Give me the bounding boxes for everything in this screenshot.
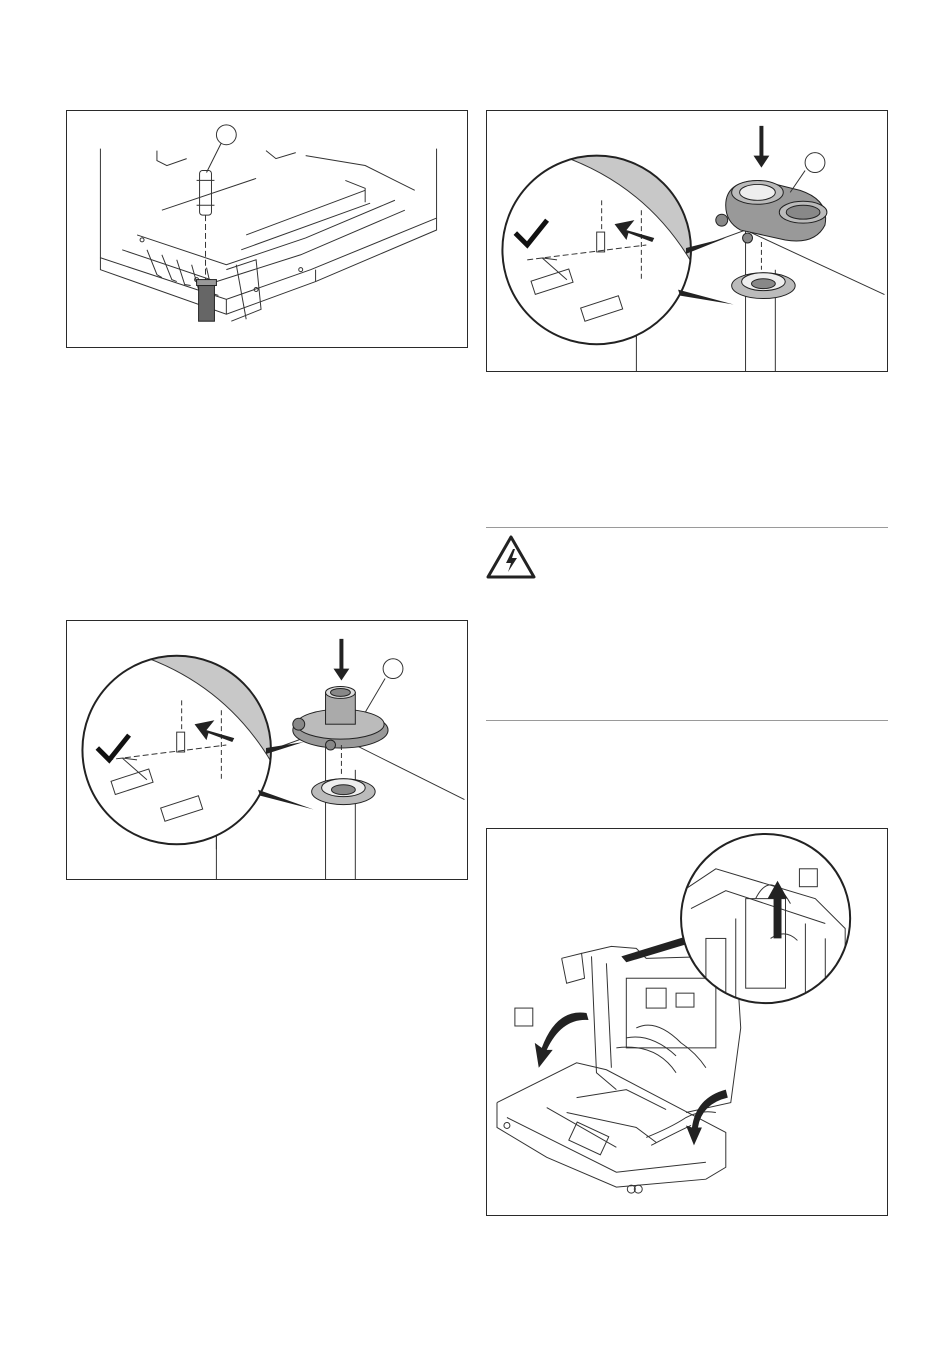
warning-top-rule: [486, 527, 888, 528]
step-marker: [515, 1008, 533, 1026]
electronics-box-illustration: [487, 829, 887, 1215]
callout-marker: [383, 659, 403, 679]
rotate-arrow-icon: [535, 1012, 589, 1067]
flue-adapter-twin-illustration: [487, 111, 887, 371]
figure-condensate-pipe: [66, 110, 468, 348]
rotate-arrow-icon: [686, 1090, 728, 1146]
condensate-pipe-illustration: [67, 111, 467, 347]
callout-marker: [216, 125, 236, 145]
arrow-down-icon: [333, 639, 349, 681]
flue-adapter-single-illustration: [67, 621, 467, 879]
figure-flue-adapter-twin: [486, 110, 888, 372]
callout-marker: [805, 153, 825, 173]
step-marker: [799, 869, 817, 887]
electric-shock-warning-icon: [486, 535, 536, 579]
warning-bottom-rule: [486, 720, 888, 721]
figure-flue-adapter-single: [66, 620, 468, 880]
figure-electronics-box: [486, 828, 888, 1216]
arrow-down-icon: [753, 126, 769, 168]
